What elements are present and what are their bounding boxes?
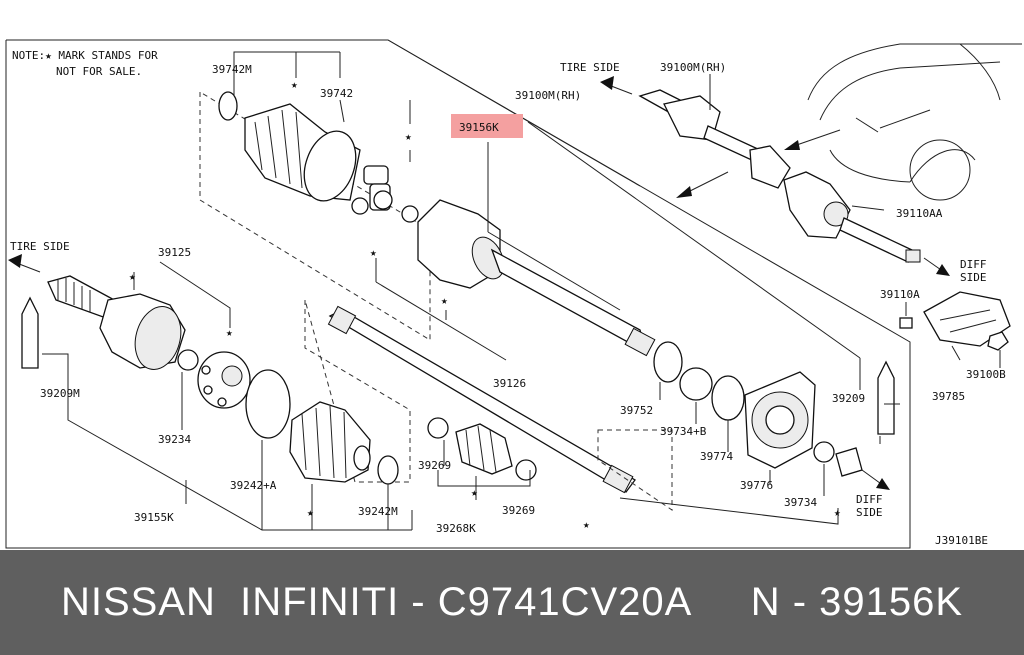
diagram-frame (5, 39, 911, 549)
label-39209M[interactable]: 39209M (40, 387, 80, 400)
arrow-head-tire-left (8, 254, 22, 268)
label-39155K[interactable]: 39155K (134, 511, 174, 524)
label-diff-side-bottom-1: DIFF (856, 493, 883, 506)
clamp-39242A (245, 369, 291, 439)
label-39100B[interactable]: 39100B (966, 368, 1006, 381)
bearing-bracket-39776 (744, 371, 816, 469)
diagram-code: J39101BE (935, 534, 988, 547)
label-39234[interactable]: 39234 (158, 433, 191, 446)
label-diff-side-right-1: DIFF (960, 258, 987, 271)
band-39269-left (427, 417, 449, 439)
label-39776[interactable]: 39776 (740, 479, 773, 492)
label-39269-left[interactable]: 39269 (418, 459, 451, 472)
inner-boot-39268K (455, 423, 513, 475)
label-39110A[interactable]: 39110A (880, 288, 920, 301)
star-5: ★ (129, 270, 136, 283)
bearing-39774 (711, 375, 745, 421)
highlight-39156K (451, 114, 523, 138)
arrow-head-2 (784, 140, 800, 150)
label-39268K[interactable]: 39268K (436, 522, 476, 535)
label-39126[interactable]: 39126 (493, 377, 526, 390)
label-39269-right[interactable]: 39269 (502, 504, 535, 517)
nut-39100B (987, 331, 1009, 351)
note-line-2: NOT FOR SALE. (56, 65, 142, 78)
grease-39209-right (877, 360, 895, 435)
label-39209[interactable]: 39209 (832, 392, 865, 405)
label-39100M-rh-1[interactable]: 39100M(RH) (515, 89, 581, 102)
label-39734[interactable]: 39734 (784, 496, 817, 509)
inner-race-39125 (197, 351, 251, 409)
star-8: ★ (471, 486, 478, 499)
band-39242M (377, 455, 399, 485)
grease-39209M (21, 296, 39, 369)
label-tire-side-top: TIRE SIDE (560, 61, 620, 74)
note-line-1: NOTE:★ MARK STANDS FOR (12, 49, 158, 62)
boot-39742 (244, 103, 361, 202)
bracket-39785 (923, 291, 1011, 347)
label-diff-side-right-2: SIDE (960, 271, 987, 284)
arrow-head-diff-bottom (876, 478, 890, 490)
tripod-joint (351, 165, 393, 215)
star-6: ★ (226, 326, 233, 339)
snap-ring-39734B (679, 367, 713, 401)
part-number-banner: NISSAN INFINITI - C9741CV20A N - 39156K (0, 550, 1024, 655)
label-39734B[interactable]: 39734+B (660, 425, 707, 438)
inner-housing-39156K (417, 199, 656, 357)
label-39125[interactable]: 39125 (158, 246, 191, 259)
snap-ring-upper (401, 205, 419, 223)
arrow-head-1 (676, 186, 692, 198)
snap-ring-39734 (813, 441, 835, 463)
label-39110AA[interactable]: 39110AA (896, 207, 943, 220)
label-39742M-top[interactable]: 39742M (212, 63, 252, 76)
label-tire-side-left: TIRE SIDE (10, 240, 70, 253)
star-9: ★ (583, 518, 590, 531)
star-4: ★ (441, 294, 448, 307)
label-39242A[interactable]: 39242+A (230, 479, 277, 492)
label-diff-side-bottom-2: SIDE (856, 506, 883, 519)
arrow-head-diff-right (936, 264, 950, 276)
arrow-head-tire-top (600, 76, 614, 90)
leader-lines (42, 39, 1001, 531)
label-39774[interactable]: 39774 (700, 450, 733, 463)
inner-boot-group-outline (597, 429, 673, 511)
label-39242M[interactable]: 39242M (358, 505, 398, 518)
star-2: ★ (405, 130, 412, 143)
label-39752[interactable]: 39752 (620, 404, 653, 417)
star-10: ★ (834, 506, 841, 519)
snap-ring-39234 (177, 349, 199, 371)
drive-shaft-assembly-39100M (638, 89, 921, 263)
dust-cover (835, 447, 863, 477)
star-3: ★ (370, 246, 377, 259)
outer-boot (289, 401, 371, 483)
label-39156K[interactable]: 39156K (459, 121, 499, 134)
band-39742M (218, 91, 238, 121)
star-1: ★ (291, 78, 298, 91)
seal-39752 (653, 341, 683, 383)
bolt-39110AA (851, 205, 885, 211)
parts-diagram: NOTE:★ MARK STANDS FOR NOT FOR SALE. (5, 39, 1022, 549)
label-39785[interactable]: 39785 (932, 390, 965, 403)
label-39100M-rh-2[interactable]: 39100M(RH) (660, 61, 726, 74)
banner-text: NISSAN INFINITI - C9741CV20A N - 39156K (60, 580, 964, 624)
bolt-39110A (899, 317, 913, 329)
band-39269-right (515, 459, 537, 481)
label-39742[interactable]: 39742 (320, 87, 353, 100)
outer-joint-housing (47, 275, 186, 370)
star-7: ★ (307, 506, 314, 519)
vehicle-outline (807, 43, 1022, 201)
